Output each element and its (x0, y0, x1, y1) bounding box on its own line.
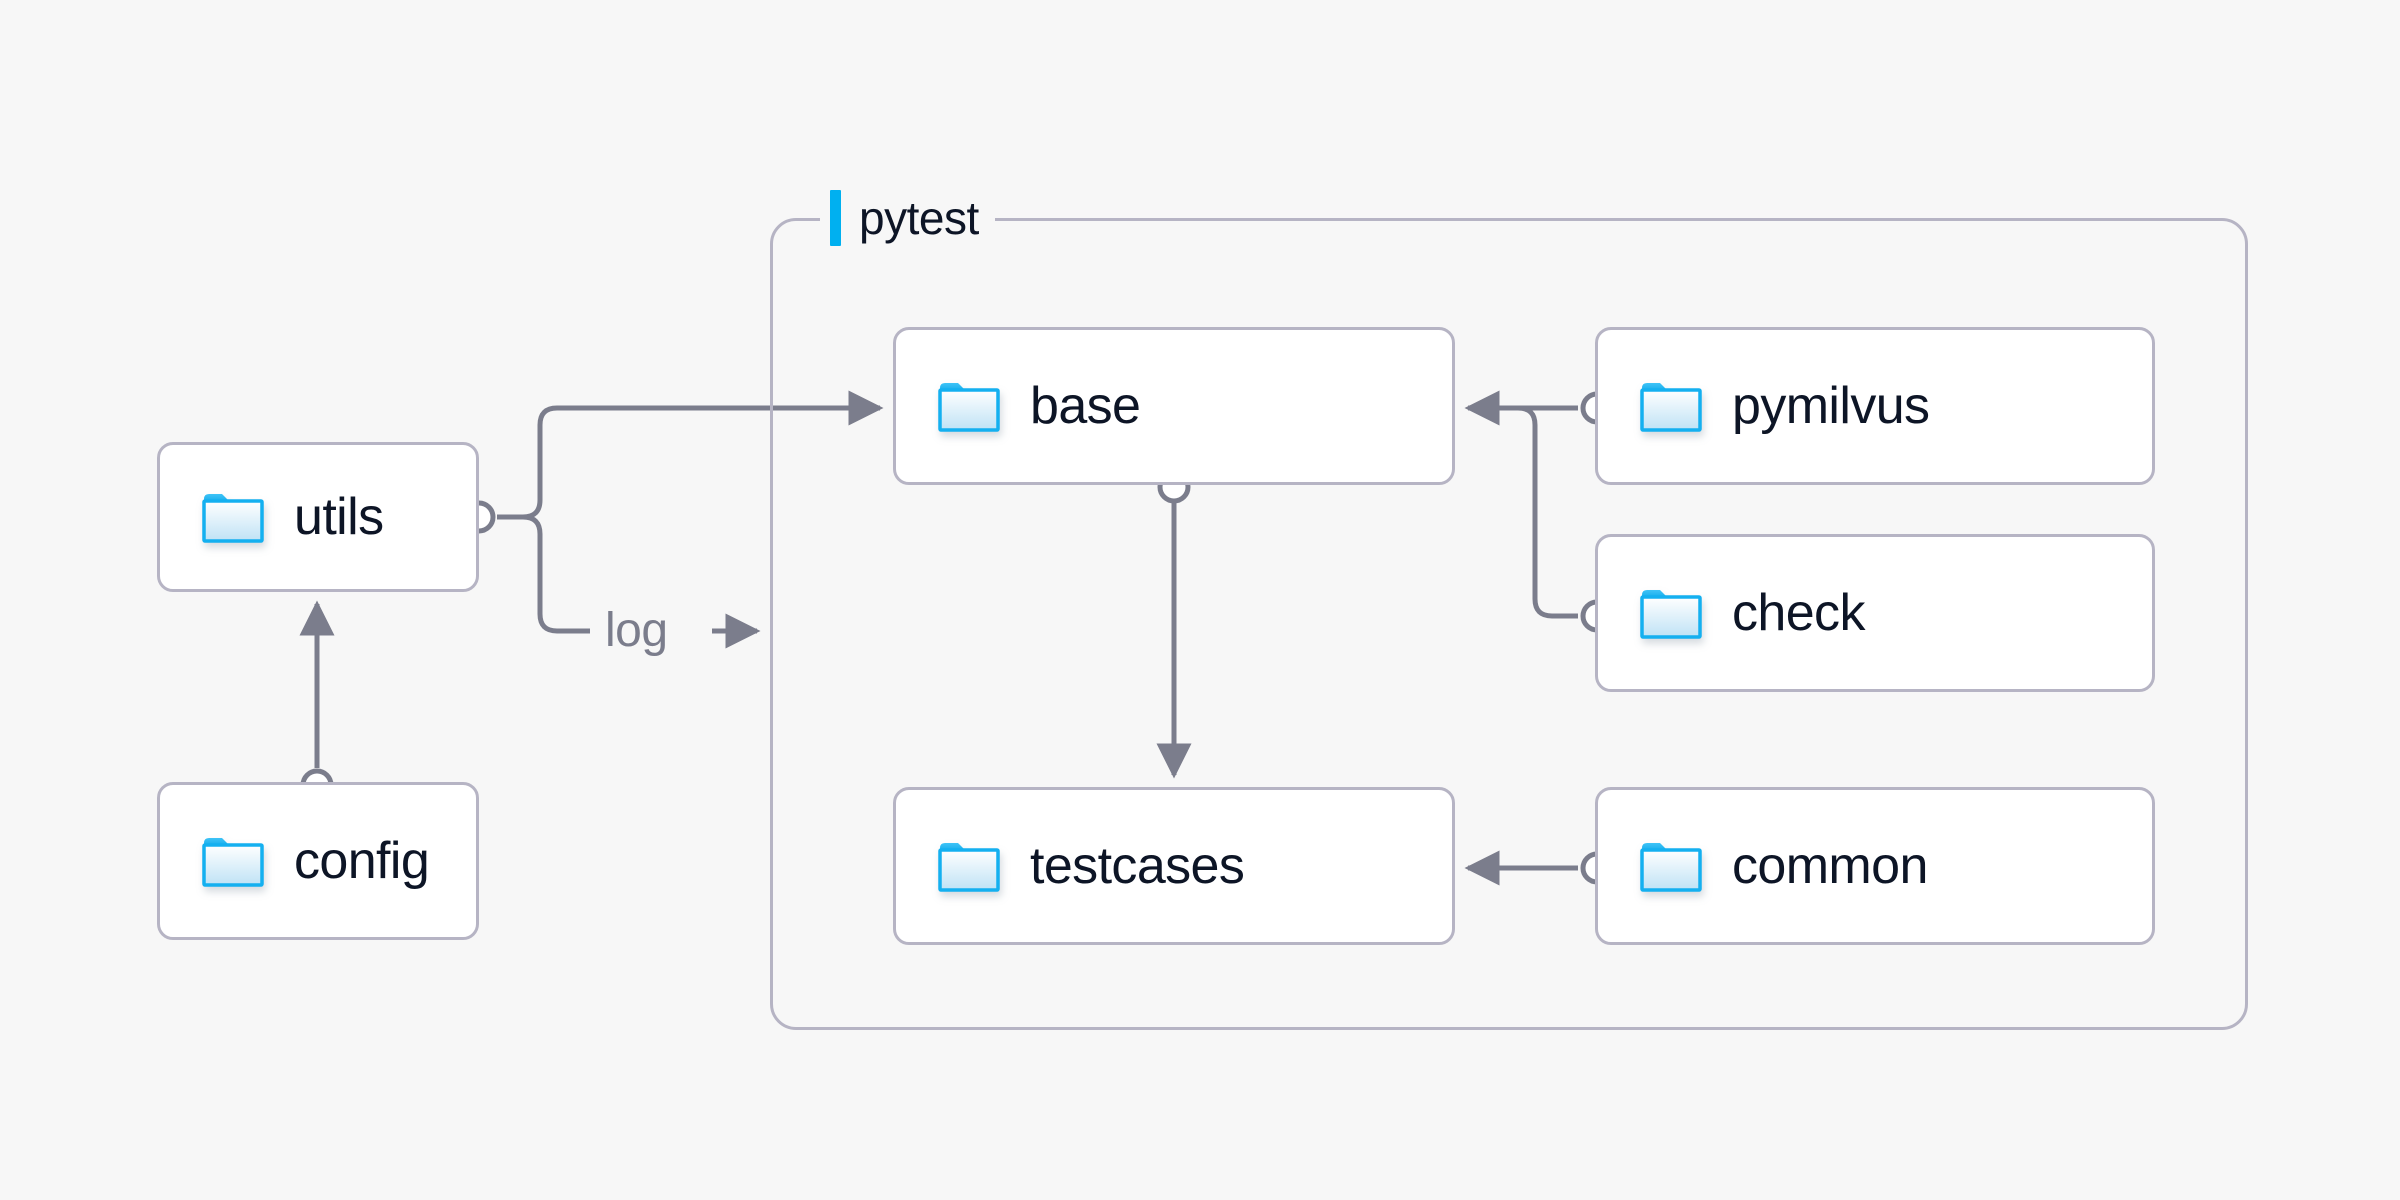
node-testcases[interactable]: testcases (893, 787, 1455, 945)
node-label-common: common (1732, 837, 1928, 895)
node-base[interactable]: base (893, 327, 1455, 485)
folder-icon (1640, 840, 1702, 892)
accent-bar-icon (830, 190, 841, 246)
pytest-group-label-text: pytest (859, 192, 979, 244)
node-label-config: config (294, 832, 430, 890)
node-check[interactable]: check (1595, 534, 2155, 692)
node-label-check: check (1732, 584, 1865, 642)
node-label-pymilvus: pymilvus (1732, 377, 1930, 435)
folder-icon (938, 380, 1000, 432)
node-common[interactable]: common (1595, 787, 2155, 945)
edge-label-log-text: log (605, 604, 668, 657)
edge-utils-to-pytest-log (497, 514, 590, 634)
edge-label-log: log (605, 607, 668, 655)
folder-icon (938, 840, 1000, 892)
folder-icon (202, 835, 264, 887)
pytest-group-container[interactable] (770, 218, 2248, 1030)
node-label-testcases: testcases (1030, 837, 1245, 895)
pytest-group-label: pytest (820, 189, 995, 247)
folder-icon (202, 491, 264, 543)
folder-icon (1640, 587, 1702, 639)
node-config[interactable]: config (157, 782, 479, 940)
node-label-base: base (1030, 377, 1141, 435)
node-label-utils: utils (294, 488, 384, 546)
folder-icon (1640, 380, 1702, 432)
node-pymilvus[interactable]: pymilvus (1595, 327, 2155, 485)
node-utils[interactable]: utils (157, 442, 479, 592)
